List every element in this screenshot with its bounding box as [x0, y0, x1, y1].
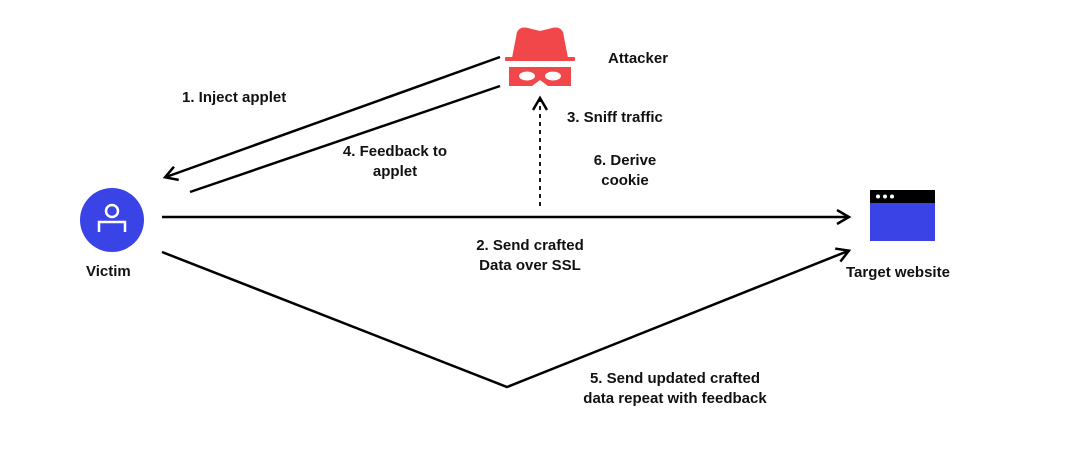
- edge-send-updated-data: [161, 251, 848, 389]
- edge-feedback-to-applet: [189, 84, 501, 194]
- user-icon: [80, 188, 144, 252]
- target-label: Target website: [846, 264, 950, 281]
- step-5-line1: 5. Send updated crafted: [589, 370, 761, 387]
- step-4-line1: 4. Feedback to: [342, 143, 448, 160]
- victim-label: Victim: [86, 263, 131, 280]
- step-6-line2: cookie: [601, 172, 649, 189]
- step-3-label: 3. Sniff traffic: [567, 109, 663, 126]
- step-1-label: 1. Inject applet: [182, 89, 287, 106]
- step-4-line2: applet: [372, 163, 418, 180]
- step-6-line1: 6. Derive: [593, 152, 657, 169]
- step-5-line2: data repeat with feedback: [583, 390, 767, 407]
- step-5-label: 5. Send updated crafted data repeat with …: [560, 369, 790, 409]
- attacker-label: Attacker: [608, 50, 669, 67]
- edge-inject-applet: [166, 55, 501, 177]
- step-6-label: 6. Derive cookie: [570, 151, 680, 191]
- browser-window-icon: [870, 190, 935, 241]
- step-4-label: 4. Feedback to applet: [330, 142, 460, 182]
- spy-hat-mask-icon: [505, 27, 575, 86]
- step-2-line1: 2. Send crafted: [476, 237, 584, 254]
- step-2-line2: Data over SSL: [479, 257, 581, 274]
